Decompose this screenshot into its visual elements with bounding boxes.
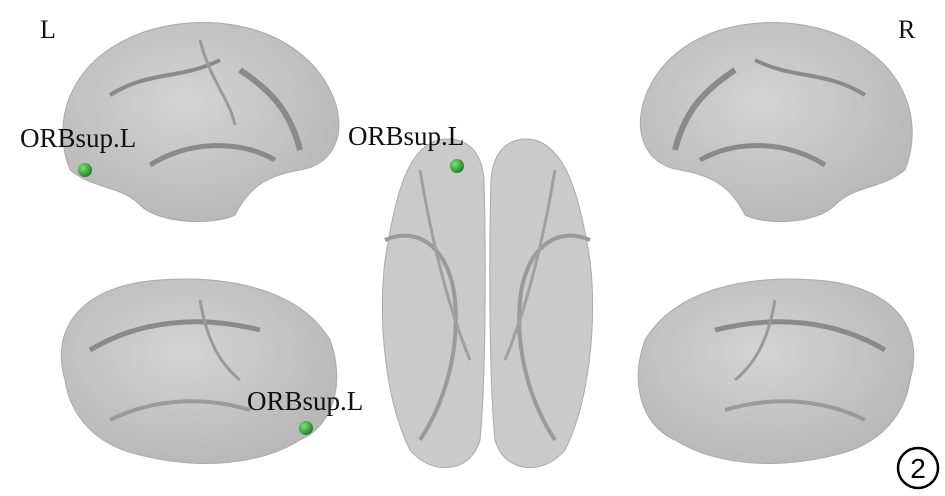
brain-lateral-right: [639, 22, 913, 222]
node-orbsup-dorsal: [450, 159, 464, 173]
node-orbsup-lateral: [78, 163, 92, 177]
panel-number: 2: [910, 453, 926, 484]
side-label-left: L: [40, 15, 56, 44]
region-label-dorsal: ORBsup.L: [348, 121, 464, 151]
region-label-medial: ORBsup.L: [247, 386, 363, 416]
brain-medial-left: [60, 278, 338, 464]
brain-medial-right: [637, 278, 915, 464]
brain-lateral-left: [62, 22, 340, 222]
panel-number-badge: 2: [896, 446, 940, 490]
brain-dorsal: [381, 138, 594, 469]
side-label-right: R: [898, 15, 916, 44]
node-orbsup-medial: [299, 421, 313, 435]
region-label-lateral: ORBsup.L: [20, 123, 136, 153]
